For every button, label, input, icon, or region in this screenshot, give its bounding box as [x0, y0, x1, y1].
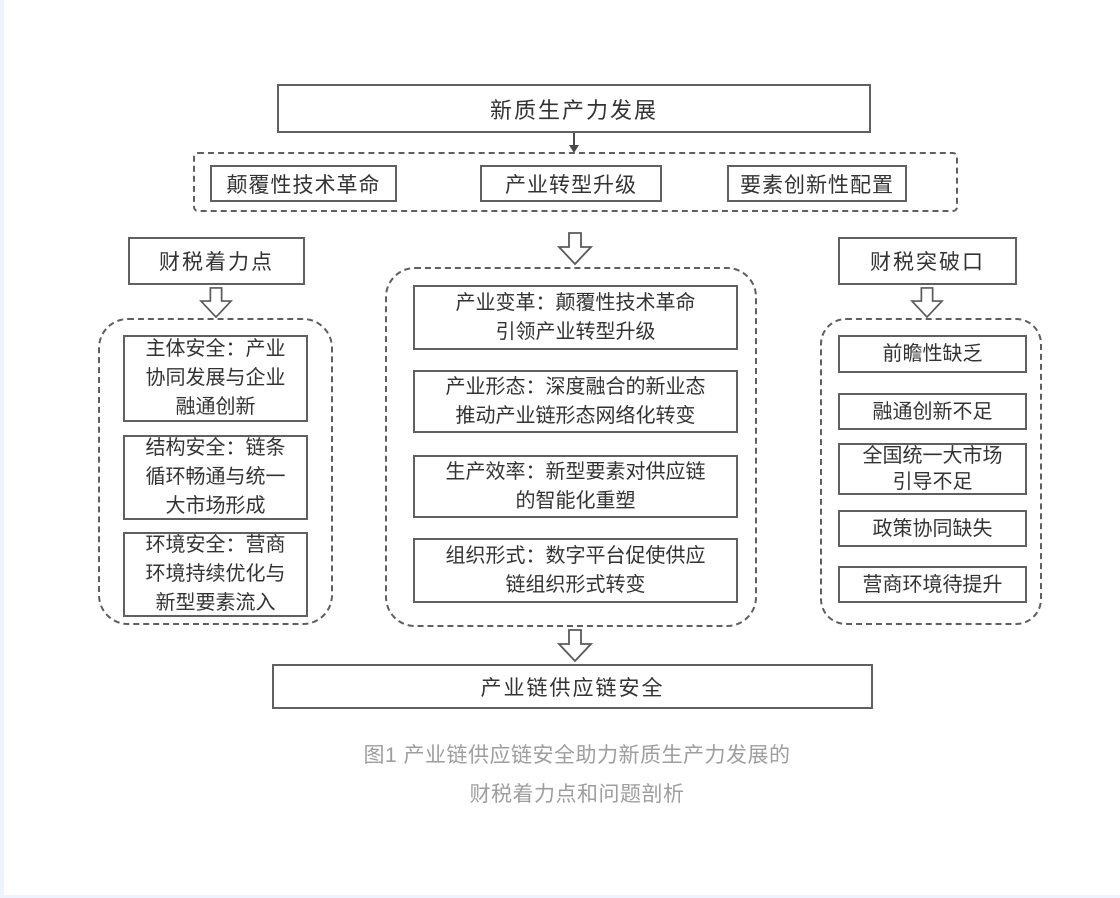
text-line: 生产效率：新型要素对供应链 — [445, 460, 706, 483]
text-line: 全国统一大市场 — [862, 445, 1003, 467]
text-line: 大市场形成 — [165, 495, 266, 517]
text-line: 政策协同缺失 — [872, 517, 993, 540]
text-line: 前瞻性缺乏 — [882, 343, 983, 365]
down-block-arrow-icon — [199, 287, 233, 318]
center-item-1: 产业变革：颠覆性技术革命 引领产业转型升级 — [413, 285, 738, 350]
text-line: 产业变革：颠覆性技术革命 — [455, 291, 696, 314]
driver-box-3: 要素创新性配置 — [727, 165, 907, 202]
down-block-arrow-icon — [557, 232, 593, 266]
text-line: 环境持续优化与 — [145, 563, 286, 585]
text-line: 环境安全：营商 — [145, 534, 286, 556]
left-dashed-container — [98, 318, 333, 625]
text-line: 主体安全：产业 — [145, 338, 286, 360]
text-line: 融通创新 — [175, 396, 256, 418]
text-line: 结构安全：链条 — [145, 437, 286, 459]
caption-line-2: 财税着力点和问题剖析 — [469, 783, 685, 806]
text-line: 链组织形式转变 — [505, 573, 646, 596]
right-header-label: 财税突破口 — [870, 250, 985, 274]
right-item-5: 营商环境待提升 — [838, 566, 1027, 603]
driver-label: 要素创新性配置 — [740, 172, 894, 197]
left-header-label: 财税着力点 — [159, 250, 274, 274]
bottom-edge-strip — [0, 895, 1120, 898]
right-header-box: 财税突破口 — [838, 237, 1017, 285]
driver-label: 产业转型升级 — [505, 172, 637, 197]
left-item-2: 结构安全：链条 循环畅通与统一 大市场形成 — [123, 435, 308, 520]
left-item-1: 主体安全：产业 协同发展与企业 融通创新 — [123, 335, 308, 422]
drivers-dashed-container — [193, 152, 958, 212]
text-line: 的智能化重塑 — [515, 489, 636, 512]
text-line: 营商环境待提升 — [862, 573, 1003, 596]
text-line: 融通创新不足 — [872, 400, 993, 423]
left-item-3: 环境安全：营商 环境持续优化与 新型要素流入 — [123, 532, 308, 617]
text-line: 引领产业转型升级 — [495, 320, 656, 343]
left-header-box: 财税着力点 — [128, 237, 305, 285]
text-line: 产业形态：深度融合的新业态 — [445, 375, 706, 398]
right-item-2: 融通创新不足 — [838, 393, 1027, 430]
result-box-label: 产业链供应链安全 — [480, 675, 665, 700]
text-line: 新型要素流入 — [155, 592, 276, 614]
caption-line-1: 图1 产业链供应链安全助力新质生产力发展的 — [363, 744, 791, 767]
left-edge-strip — [0, 0, 4, 898]
text-line: 协同发展与企业 — [145, 367, 286, 389]
center-item-4: 组织形式：数字平台促使供应 链组织形式转变 — [413, 538, 738, 603]
root-arrow-line — [573, 133, 575, 146]
driver-box-1: 颠覆性技术革命 — [210, 165, 397, 202]
down-block-arrow-icon — [910, 287, 944, 318]
right-item-4: 政策协同缺失 — [838, 510, 1027, 547]
text-line: 推动产业链形态网络化转变 — [455, 404, 696, 427]
center-dashed-container — [385, 267, 757, 627]
center-item-2: 产业形态：深度融合的新业态 推动产业链形态网络化转变 — [413, 370, 738, 433]
figure-caption: 图1 产业链供应链安全助力新质生产力发展的 财税着力点和问题剖析 — [77, 736, 1077, 814]
root-arrow-head-icon — [569, 145, 579, 153]
center-item-3: 生产效率：新型要素对供应链 的智能化重塑 — [413, 455, 738, 518]
root-box-label: 新质生产力发展 — [489, 97, 658, 123]
driver-label: 颠覆性技术革命 — [226, 172, 381, 197]
text-line: 引导不足 — [892, 471, 973, 493]
right-item-3: 全国统一大市场 引导不足 — [838, 443, 1027, 495]
result-box: 产业链供应链安全 — [272, 664, 873, 709]
right-dashed-container — [820, 318, 1042, 625]
driver-box-2: 产业转型升级 — [480, 165, 662, 202]
down-block-arrow-icon — [557, 629, 593, 662]
root-box: 新质生产力发展 — [277, 84, 871, 133]
right-item-1: 前瞻性缺乏 — [838, 335, 1027, 373]
text-line: 循环畅通与统一 — [145, 466, 286, 488]
text-line: 组织形式：数字平台促使供应 — [445, 544, 706, 567]
